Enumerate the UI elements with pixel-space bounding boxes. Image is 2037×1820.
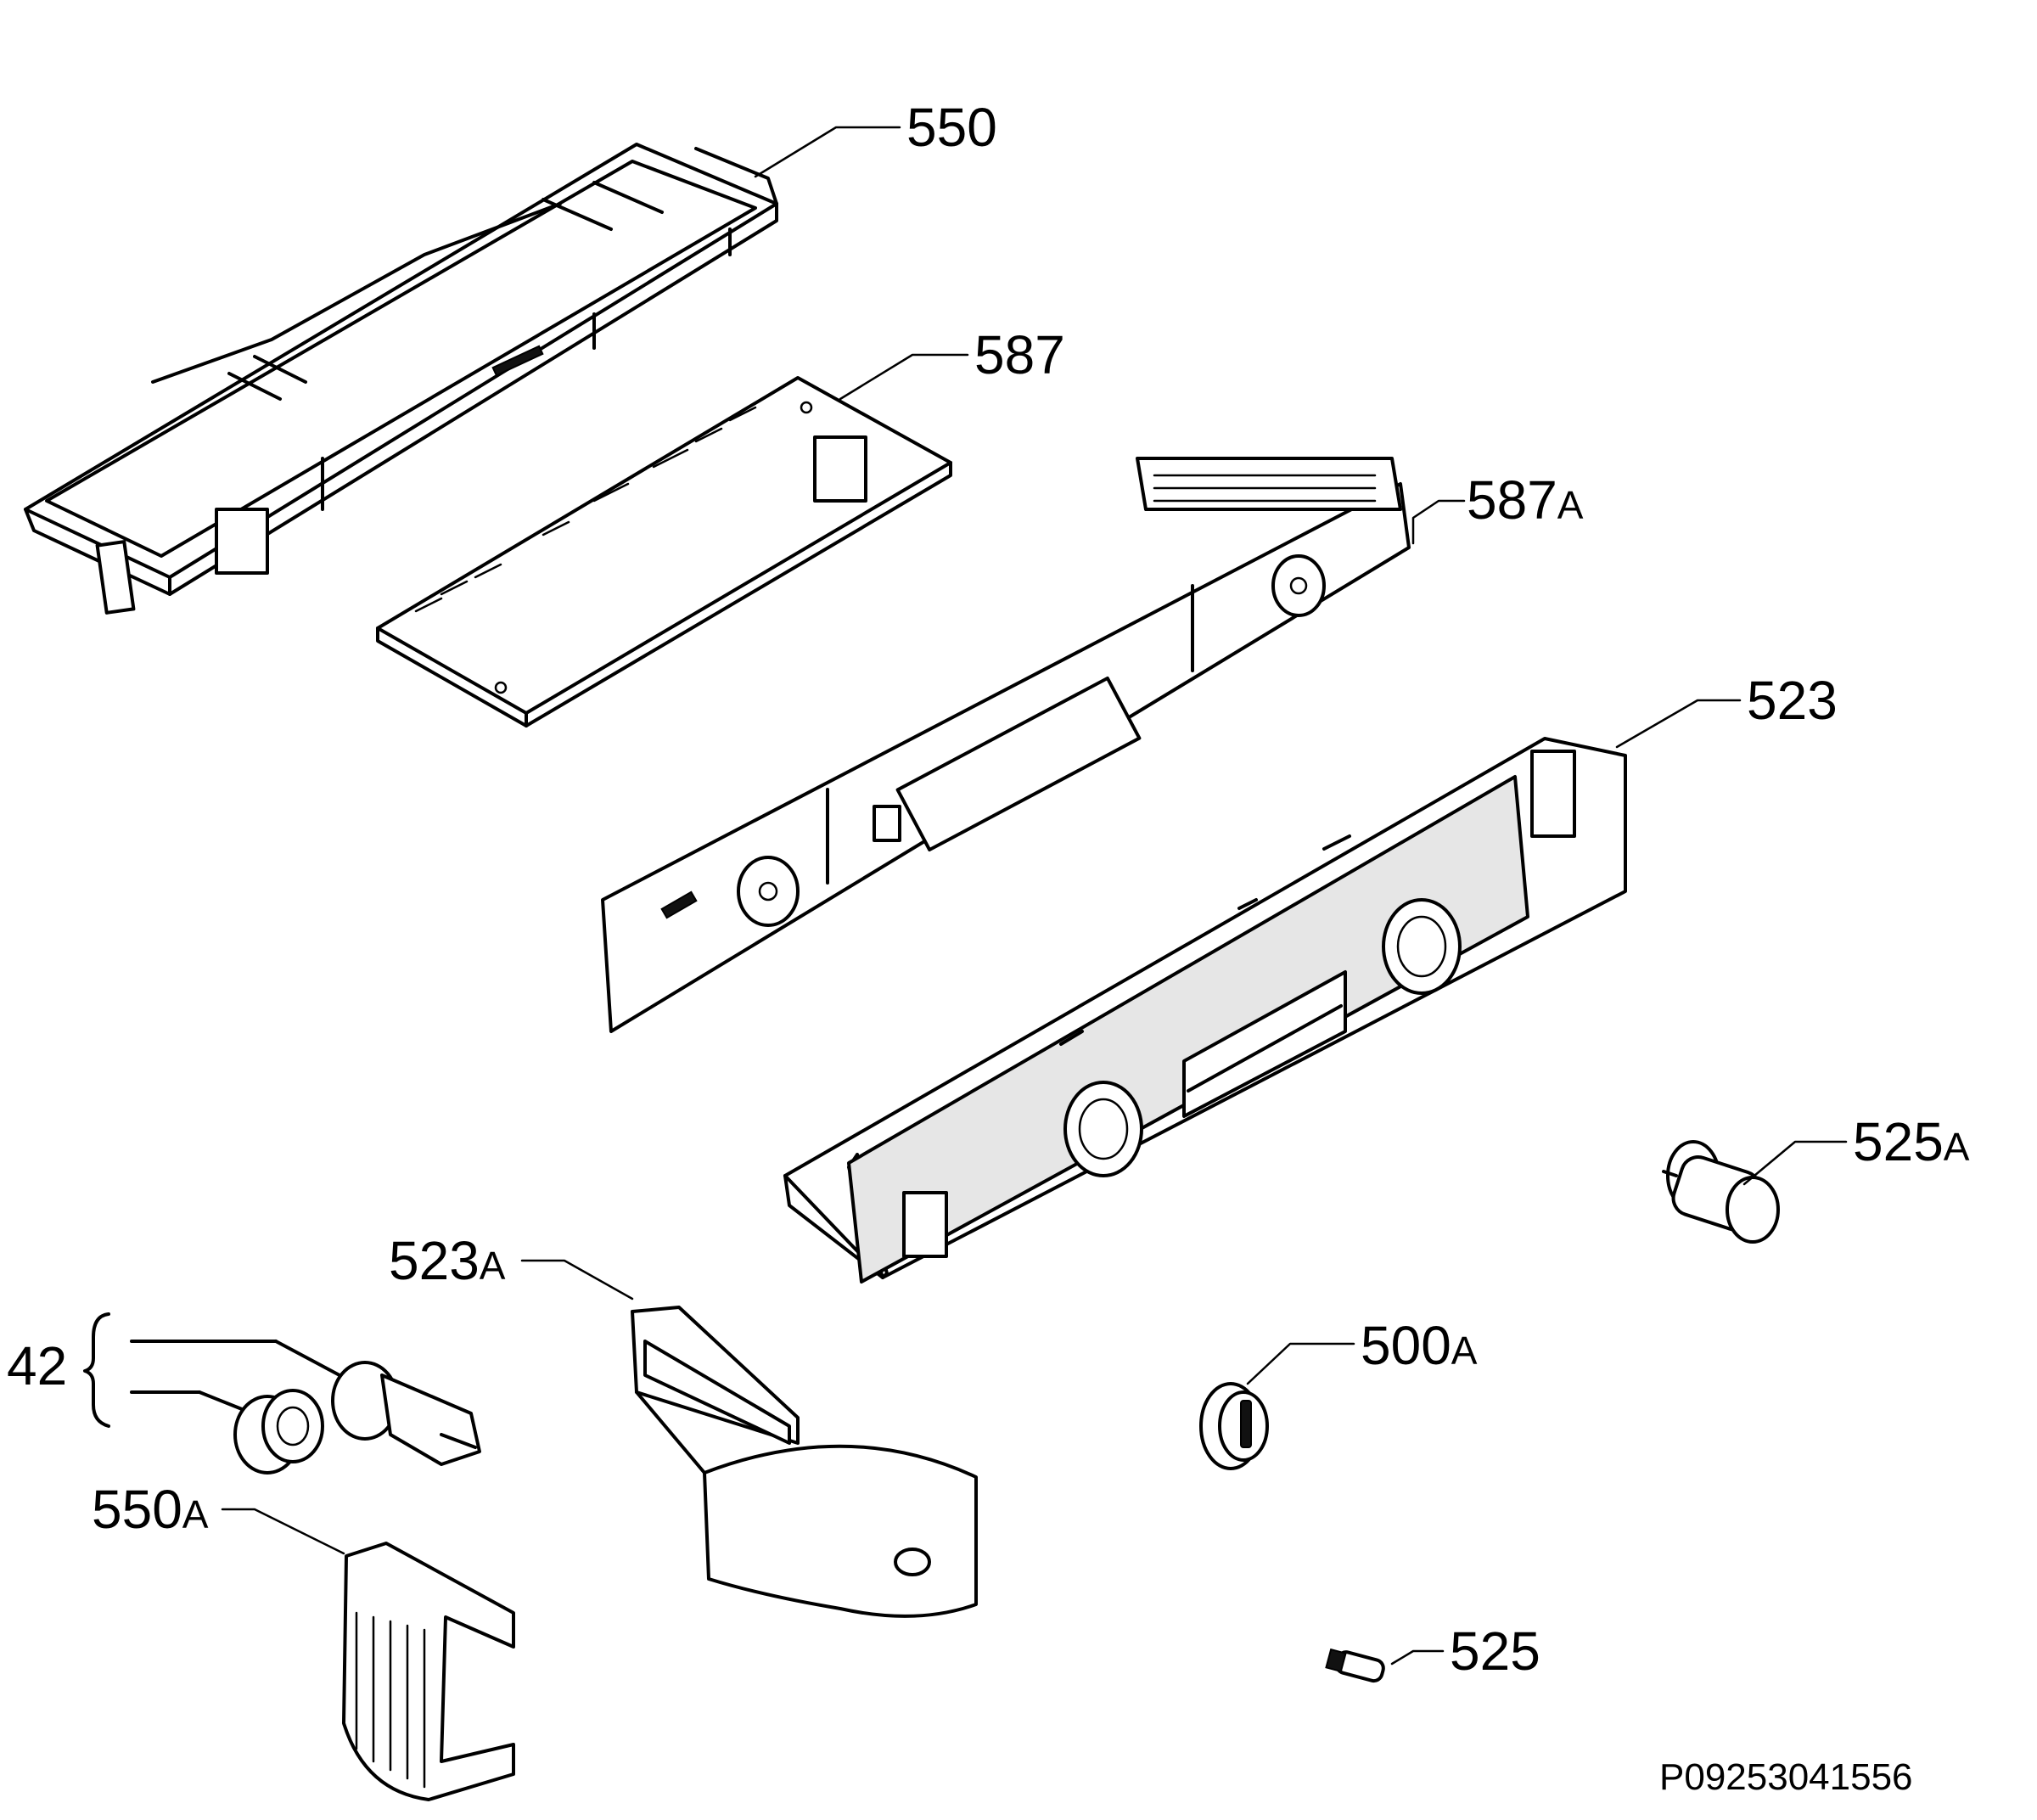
part-525-lamp: [1325, 1648, 1385, 1683]
part-587a-control-board: [601, 457, 1411, 1033]
label-525a: 525A: [1853, 1115, 1969, 1169]
label-523: 523: [1747, 673, 1838, 727]
label-523a: 523A: [389, 1233, 505, 1288]
label-550a-suffix: A: [182, 1492, 209, 1536]
part-500a-knob: [1199, 1382, 1269, 1470]
label-525a-num: 525: [1853, 1111, 1944, 1172]
part-587-board: [376, 376, 952, 727]
label-525a-suffix: A: [1943, 1125, 1970, 1169]
part-523a-end-cap: [631, 1306, 978, 1618]
part-550a-end-cap: [342, 1542, 515, 1801]
label-550-num: 550: [906, 97, 997, 158]
label-523a-suffix: A: [479, 1244, 506, 1288]
label-525: 525: [1450, 1624, 1540, 1678]
leader-lines: [221, 126, 1848, 1666]
label-500a-suffix: A: [1451, 1328, 1478, 1373]
label-500a: 500A: [1361, 1318, 1477, 1373]
label-550a: 550A: [92, 1482, 208, 1536]
label-523a-num: 523: [389, 1230, 480, 1291]
reference-code: P09253041556: [1659, 1756, 1913, 1798]
label-42-num: 42: [7, 1335, 68, 1396]
label-525-num: 525: [1450, 1621, 1540, 1682]
label-587-num: 587: [974, 324, 1065, 385]
label-587a: 587A: [1467, 473, 1583, 527]
part-550-top-cover: [24, 143, 778, 615]
label-587a-suffix: A: [1557, 483, 1584, 527]
label-523-num: 523: [1747, 670, 1838, 731]
part-525a-lamp-holder: [1662, 1140, 1780, 1244]
label-550: 550: [906, 100, 997, 154]
part-42-knob-set: [83, 1312, 481, 1475]
label-550a-num: 550: [92, 1479, 182, 1540]
label-587a-num: 587: [1467, 469, 1557, 531]
label-500a-num: 500: [1361, 1315, 1451, 1376]
part-523-housing: [783, 737, 1627, 1284]
label-42: 42: [7, 1339, 67, 1393]
label-587: 587: [974, 328, 1065, 382]
